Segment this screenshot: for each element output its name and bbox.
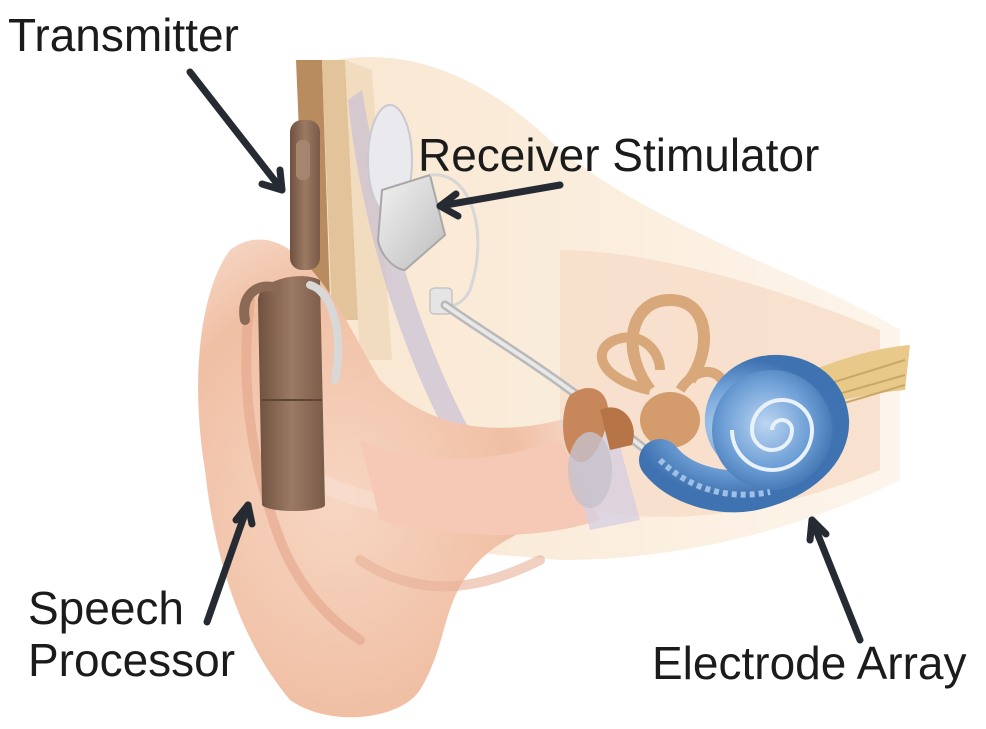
label-electrode-array: Electrode Array — [652, 638, 966, 689]
label-transmitter: Transmitter — [8, 10, 239, 61]
label-speech-processor: Speech Processor — [28, 583, 235, 686]
arrow-transmitter — [190, 72, 282, 190]
transmitter-device — [290, 120, 320, 270]
label-receiver-stimulator: Receiver Stimulator — [418, 130, 819, 181]
arrow-electrode-array — [810, 520, 860, 640]
label-speech-processor-line2: Processor — [28, 635, 235, 687]
label-speech-processor-line1: Speech — [28, 583, 235, 635]
